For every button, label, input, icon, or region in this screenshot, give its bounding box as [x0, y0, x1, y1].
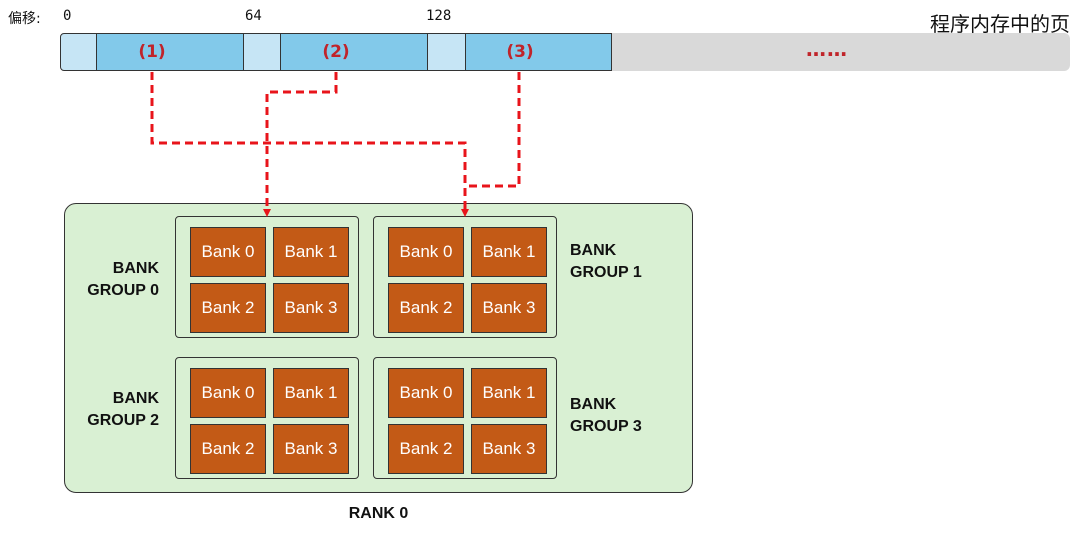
segment-3-body — [465, 33, 612, 71]
bank-2: Bank 2 — [388, 424, 464, 474]
bank-group-3: Bank 0 Bank 1 Bank 2 Bank 3 — [373, 357, 557, 479]
bank-0: Bank 0 — [388, 368, 464, 418]
bank-group-2: Bank 0 Bank 1 Bank 2 Bank 3 — [175, 357, 359, 479]
bank-1: Bank 1 — [273, 368, 349, 418]
ellipsis: …… — [806, 37, 848, 61]
bank-3: Bank 3 — [273, 283, 349, 333]
arrow-segment-1 — [150, 72, 469, 217]
bank-group-2-label: BANK GROUP 2 — [87, 390, 159, 429]
bank-3: Bank 3 — [471, 424, 547, 474]
segment-3-head — [427, 33, 466, 71]
offset-label-0: 0 — [63, 8, 72, 24]
bank-group-1-label: BANK GROUP 1 — [570, 242, 642, 281]
bank-2: Bank 2 — [190, 424, 266, 474]
bank-3: Bank 3 — [471, 283, 547, 333]
bank-0: Bank 0 — [190, 227, 266, 277]
bank-group-0: Bank 0 Bank 1 Bank 2 Bank 3 — [175, 216, 359, 338]
bank-1: Bank 1 — [273, 227, 349, 277]
segment-2-head — [243, 33, 281, 71]
arrow-segment-3 — [465, 72, 521, 188]
bank-0: Bank 0 — [388, 227, 464, 277]
segment-2-body — [280, 33, 428, 71]
memory-page-bar: (1) (2) (3) …… — [60, 33, 1070, 71]
bank-2: Bank 2 — [388, 283, 464, 333]
arrow-segment-2 — [263, 72, 338, 217]
bank-1: Bank 1 — [471, 368, 547, 418]
offset-label-64: 64 — [245, 8, 262, 24]
remaining-memory — [610, 33, 1070, 71]
segment-2-label: (2) — [322, 42, 350, 62]
bank-group-1: Bank 0 Bank 1 Bank 2 Bank 3 — [373, 216, 557, 338]
offset-prefix: 偏移: — [8, 11, 41, 27]
segment-1-body — [96, 33, 244, 71]
rank-label: RANK 0 — [348, 505, 409, 522]
bank-0: Bank 0 — [190, 368, 266, 418]
page-title: 程序内存中的页 — [930, 12, 1070, 36]
offset-label-128: 128 — [426, 8, 452, 24]
bank-2: Bank 2 — [190, 283, 266, 333]
segment-3-label: (3) — [506, 42, 534, 62]
bank-group-0-label: BANK GROUP 0 — [87, 260, 159, 299]
segment-1-label: (1) — [138, 42, 166, 62]
bank-group-3-label: BANK GROUP 3 — [570, 396, 642, 435]
bank-1: Bank 1 — [471, 227, 547, 277]
bank-3: Bank 3 — [273, 424, 349, 474]
rank-0-box: Bank 0 Bank 1 Bank 2 Bank 3 Bank 0 Bank … — [64, 203, 693, 493]
